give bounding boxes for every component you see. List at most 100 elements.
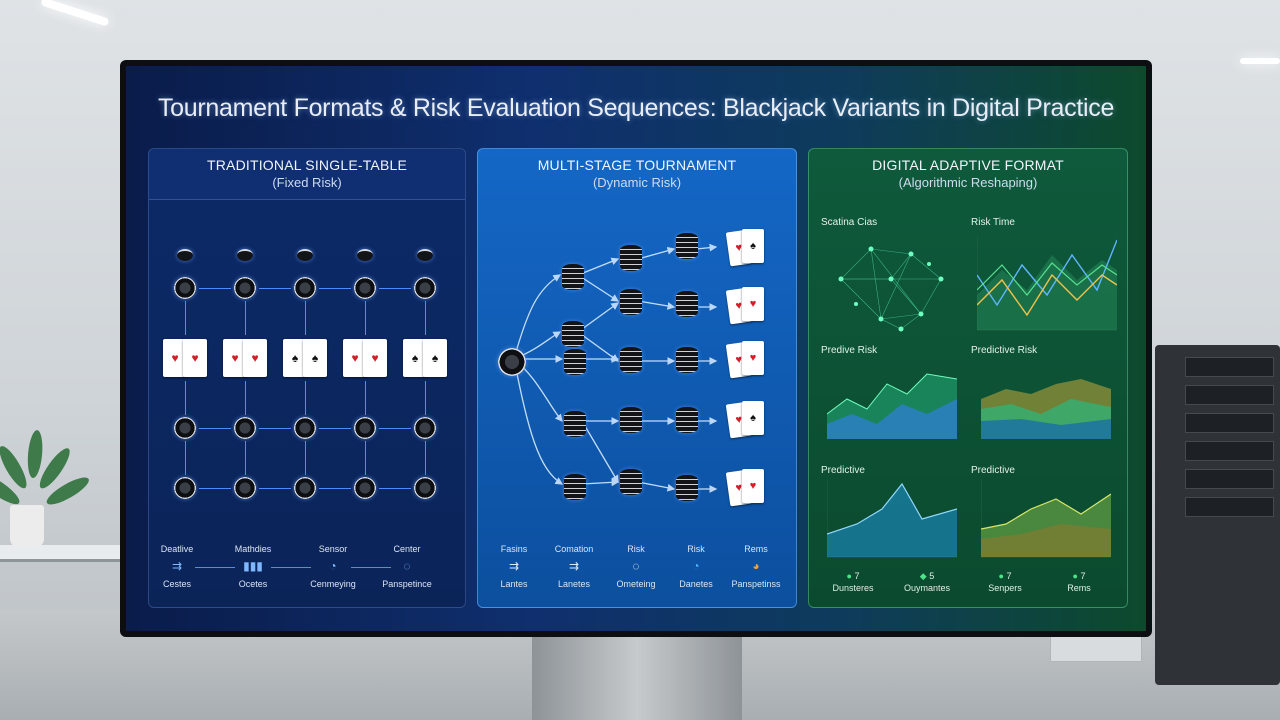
arrow [425,301,426,335]
arrow [379,488,411,489]
legend-label: Mathdies [234,544,272,554]
legend-value: 7 [1080,571,1086,581]
legend-label: Risk [687,544,705,554]
chip-stack-icon [676,347,698,373]
legend-label: Sensor [318,544,348,554]
traditional-panel: TRADITIONAL SINGLE-TABLE (Fixed Risk) ♥♥… [148,148,466,608]
legend-label: Lanetes [557,579,591,589]
legend-icon: ◌ [632,559,640,573]
legend-label: Rems [744,544,768,554]
arrow [199,288,231,289]
chart-label: Predictive Risk [971,345,1038,356]
chart-label: Scatina Cias [821,217,878,228]
chip-icon [234,417,256,439]
playing-card: ♥ [363,339,387,377]
chip-icon [294,277,316,299]
chip-stack-icon [564,349,586,375]
page-title: Tournament Formats & Risk Evaluation Seq… [157,94,1115,122]
arrow [195,567,235,568]
legend-label: ● 7 [823,571,883,581]
playing-card: ♥ [183,339,207,377]
chip-icon [294,417,316,439]
chip-icon [357,249,373,261]
chip-stack-icon [676,233,698,259]
arrow [199,428,231,429]
legend-icon: ◕ [752,559,760,573]
legend-label: Ometeing [616,579,656,589]
arrow [305,381,306,415]
legend-label: Risk [627,544,645,554]
arrow [259,428,291,429]
legend-label: Deatlive [160,544,194,554]
panel-header: MULTI-STAGE TOURNAMENT (Dynamic Risk) [478,149,796,199]
chip-icon [417,249,433,261]
legend-label: Senpers [988,583,1022,593]
chip-stack-icon [676,407,698,433]
legend-icon: ◆ [919,571,927,581]
playing-card: ♠ [303,339,327,377]
arrow [245,381,246,415]
legend-label: Fasins [500,544,528,554]
arrow [259,288,291,289]
plant-pot [10,505,44,547]
screen: Tournament Formats & Risk Evaluation Seq… [126,66,1146,631]
legend-icon: ◔ [692,559,700,573]
arrow [365,301,366,335]
legend-label: Ouymantes [903,583,951,593]
predictive-chart-a [827,479,957,558]
arrow [319,288,351,289]
arrow [185,441,186,475]
panel-subheading: (Fixed Risk) [272,175,342,190]
legend-label: Center [393,544,421,554]
chip-icon [234,477,256,499]
chip-stack-icon [562,321,584,347]
server-rack [1155,345,1280,685]
panel-heading: DIGITAL ADAPTIVE FORMAT [872,157,1064,173]
arrow [305,441,306,475]
root-chip-icon [498,348,526,376]
legend-icon: ⇉ [568,559,580,573]
panel-heading: MULTI-STAGE TOURNAMENT [537,157,737,173]
panel-subheading: (Algorithmic Reshaping) [898,175,1038,190]
legend-label: ● 7 [1049,571,1109,581]
legend-icon: ● [1072,571,1078,581]
arrow [351,567,391,568]
chip-stack-icon [620,407,642,433]
legend-icon: ● [998,571,1004,581]
chart-label: Predive Risk [821,345,878,356]
chart-label: Predictive [821,465,865,476]
arrow [379,288,411,289]
chip-icon [294,477,316,499]
chip-icon [234,277,256,299]
legend-icon: ▮▮▮ [243,559,263,573]
chip-icon [414,417,436,439]
chart-label: Predictive [971,465,1015,476]
panel-header: DIGITAL ADAPTIVE FORMAT (Algorithmic Res… [809,149,1127,199]
arrow [245,301,246,335]
chip-icon [237,249,253,261]
arrow [319,428,351,429]
legend-label: Danetes [679,579,713,589]
legend-icon: ◌ [403,559,411,573]
multistage-panel: MULTI-STAGE TOURNAMENT (Dynamic Risk) [477,148,797,608]
legend-label: Panspetince [382,579,432,589]
arrow [185,381,186,415]
chip-stack-icon [676,475,698,501]
arrow [365,441,366,475]
monitor: Tournament Formats & Risk Evaluation Seq… [120,60,1152,637]
playing-card: ♥ [243,339,267,377]
chip-icon [414,477,436,499]
legend-icon: ⇉ [171,559,183,573]
arrow [425,441,426,475]
chip-icon [354,277,376,299]
panel-subheading: (Dynamic Risk) [592,175,682,190]
chip-icon [174,277,196,299]
legend-label: Lantes [500,579,528,589]
predictive-risk-chart [981,379,1111,439]
chip-icon [174,477,196,499]
legend-label: Panspetinss [731,579,781,589]
chip-stack-icon [620,347,642,373]
legend-label: Cenmeying [310,579,356,589]
arrow [319,488,351,489]
monitor-stand [532,636,742,720]
